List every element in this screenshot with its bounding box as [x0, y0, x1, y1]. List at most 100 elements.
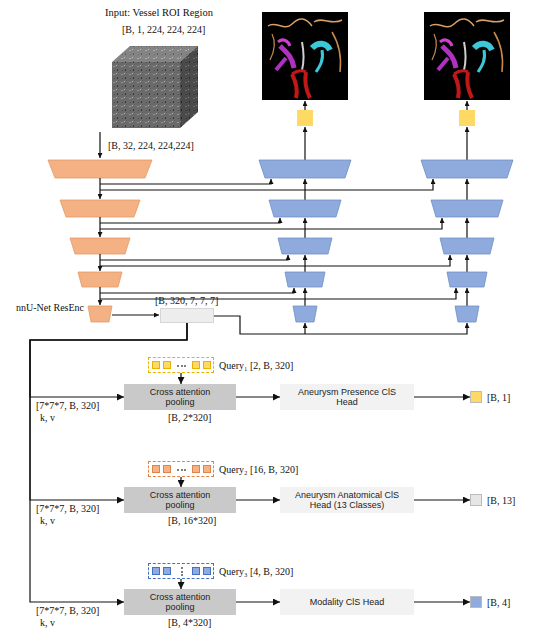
node-text: Cross attention pooling: [136, 387, 224, 408]
decoder-arrow: [304, 218, 305, 238]
connector-arrow: [180, 579, 181, 589]
skip-connection: [100, 288, 294, 293]
encoder-arrow: [99, 217, 100, 237]
node-text: Query₂ [16, B, 320]: [219, 464, 298, 475]
encoder-block: [78, 272, 122, 287]
pooling-box: Cross attention pooling: [124, 487, 236, 513]
query-token: [192, 465, 200, 473]
node-text: [B, 1]: [487, 392, 510, 403]
decoder-arrow: [466, 218, 467, 238]
connector-arrow: [236, 499, 280, 500]
query-tokens: Query₂ [16, B, 320]: [148, 461, 214, 477]
tensor-label: nnU-Net ResEnc: [16, 302, 84, 313]
connector-arrow: [30, 323, 187, 602]
query-token: [203, 567, 211, 575]
query-token: [192, 567, 200, 575]
decoder-feed: [304, 323, 305, 334]
node-text: Cross attention pooling: [136, 490, 224, 511]
ellipsis-dot: [177, 365, 179, 367]
encoder-arrow: [99, 254, 100, 271]
input-arrow: [99, 132, 100, 158]
query-token: [152, 465, 160, 473]
decoder-block: [440, 238, 494, 254]
skip-connection: [100, 218, 280, 223]
decoder-block: [269, 200, 341, 217]
tensor-label: [B, 32, 224, 224,224]: [108, 140, 194, 151]
output-arrow: [304, 127, 305, 160]
vessel-segmentation: [430, 19, 504, 98]
edge-label: [B, 2*320]: [168, 412, 211, 423]
ellipsis-dot: [181, 469, 183, 471]
node-text: Modality ClS Head: [310, 597, 385, 607]
decoder-feed: [214, 316, 467, 334]
query-tokens: Query₁ [2, B, 320]: [148, 357, 214, 373]
encoder-block: [70, 238, 130, 254]
decoder-arrow: [466, 179, 467, 200]
vessel-segmentation: [268, 19, 342, 98]
node-text: [B, 13]: [487, 495, 515, 506]
ellipsis-dot: [181, 574, 183, 576]
decoder-arrow: [304, 288, 305, 306]
classification-head: Modality ClS Head: [280, 589, 414, 615]
edge-label: [B, 16*320]: [168, 515, 216, 526]
segmentation-image: [424, 12, 510, 100]
ellipsis-dot: [184, 469, 186, 471]
query-token: [163, 361, 171, 369]
decoder-arrow: [304, 255, 305, 272]
skip-connection: [100, 255, 288, 260]
bottleneck-arrow: [112, 314, 159, 315]
ellipsis-dot: [181, 571, 183, 573]
tensor-label: k, v: [40, 617, 55, 628]
cube-front: [112, 62, 180, 128]
skip-connection: [100, 179, 433, 190]
bottleneck-box: [B, 320, 7, 7, 7]: [160, 308, 214, 323]
query-token: [163, 465, 171, 473]
decoder-block: [431, 200, 503, 217]
edge-label: [7*7*7, B, 320]: [36, 605, 99, 616]
ellipsis-dot: [181, 365, 183, 367]
connector-arrow: [30, 323, 187, 500]
skip-connection: [100, 255, 450, 266]
tensor-label: k, v: [40, 412, 55, 423]
classification-head: Aneurysm Presence ClS Head: [280, 384, 414, 410]
encoder-block: [60, 200, 140, 217]
skip-connection: [100, 218, 442, 229]
classification-head: Aneurysm Anatomical ClS Head (13 Classes…: [280, 487, 414, 513]
segmentation-head: [459, 110, 475, 126]
connector-arrow: [180, 477, 181, 487]
decoder-block: [447, 272, 487, 287]
encoder-arrow: [99, 178, 100, 199]
query-token: [152, 567, 160, 575]
connector-arrow: [414, 601, 470, 602]
node-text: [B, 320, 7, 7, 7]: [155, 295, 218, 306]
output-arrow: [304, 101, 305, 110]
output-token: [B, 1]: [470, 391, 482, 403]
output-token: [B, 13]: [470, 494, 482, 506]
encoder-block: [88, 306, 112, 322]
decoder-block: [259, 160, 351, 178]
decoder-block: [421, 160, 513, 178]
decoder-block: [278, 238, 332, 254]
edge-label: [7*7*7, B, 320]: [36, 400, 99, 411]
node-text: Aneurysm Anatomical ClS Head (13 Classes…: [286, 490, 408, 511]
segmentation-head: [297, 110, 313, 126]
cube-side: [180, 46, 198, 128]
query-token: [203, 465, 211, 473]
decoder-block: [293, 306, 317, 322]
pooling-box: Cross attention pooling: [124, 589, 236, 615]
skip-connection: [100, 179, 271, 184]
connector-arrow: [236, 396, 280, 397]
query-token: [203, 361, 211, 369]
decoder-block: [455, 306, 479, 322]
query-token: [192, 361, 200, 369]
pooling-box: Cross attention pooling: [124, 384, 236, 410]
node-text: Cross attention pooling: [136, 592, 224, 613]
encoder-block: [48, 160, 152, 178]
encoder-arrow: [99, 287, 100, 305]
edge-label: [7*7*7, B, 320]: [36, 503, 99, 514]
